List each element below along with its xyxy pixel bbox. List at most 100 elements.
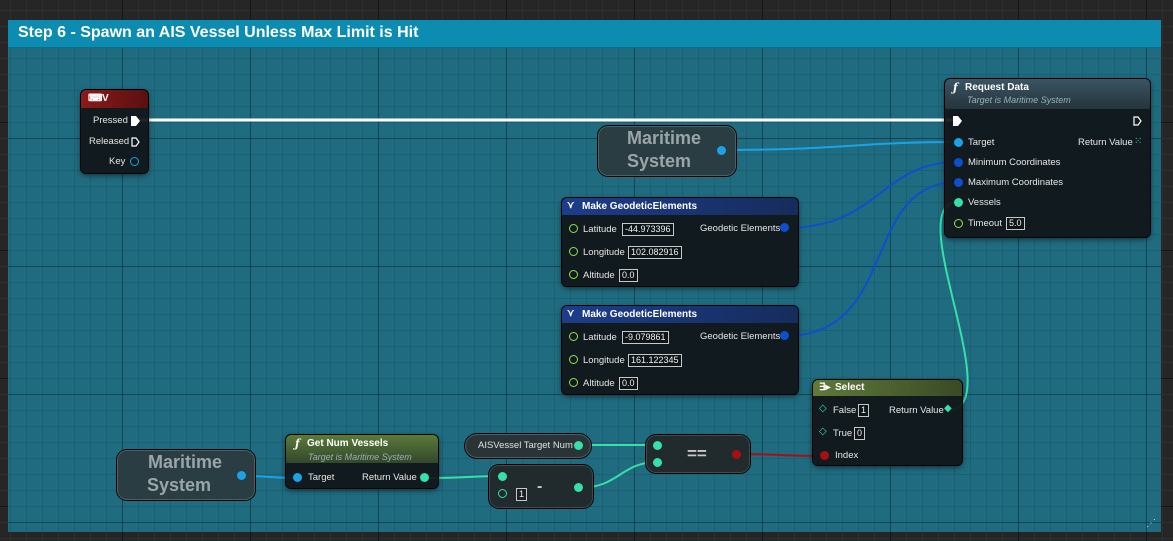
altitude-value[interactable]: 0.0	[619, 377, 638, 390]
equals-node[interactable]: ==	[646, 435, 750, 473]
longitude-value[interactable]: 102.082916	[628, 246, 682, 259]
node-title: Make GeodeticElements	[582, 309, 698, 320]
comment-title: Step 6 - Spawn an AIS Vessel Unless Max …	[18, 24, 419, 41]
altitude-pin[interactable]	[569, 378, 578, 387]
node-header: ⋎ Make GeodeticElements	[562, 198, 798, 215]
output-pin[interactable]	[574, 441, 583, 450]
longitude-pin[interactable]	[569, 355, 578, 364]
function-icon: ƒ	[295, 437, 300, 450]
released-exec-pin[interactable]	[131, 137, 140, 147]
longitude-label: Longitude	[583, 355, 625, 366]
timeout-label: Timeout	[968, 218, 1002, 229]
timeout-value[interactable]: 5.0	[1006, 217, 1025, 230]
return-value-label: Return Value	[1078, 137, 1133, 148]
select-node[interactable]: ∃▸ Select ◇ False 1 Return Value ◆ ◇ Tru…	[813, 380, 962, 465]
make-geodetic-node-1[interactable]: ⋎ Make GeodeticElements Latitude -44.973…	[562, 198, 798, 286]
a-pin[interactable]	[498, 472, 507, 481]
latitude-label: Latitude	[583, 224, 617, 235]
true-value[interactable]: 0	[854, 427, 866, 440]
node-subtitle: Target is Maritime System	[308, 452, 412, 462]
b-value[interactable]: 1	[516, 488, 528, 501]
longitude-pin[interactable]	[569, 247, 578, 256]
true-pin[interactable]: ◇	[819, 426, 827, 437]
geodetic-out-label: Geodetic Elements	[700, 331, 781, 342]
false-label: False	[833, 405, 857, 416]
b-pin[interactable]	[498, 489, 507, 498]
node-header: ⋎ Make GeodeticElements	[562, 306, 798, 323]
resize-grip-icon[interactable]: ⋰	[1146, 518, 1156, 529]
comment-header[interactable]: Step 6 - Spawn an AIS Vessel Unless Max …	[8, 20, 1161, 48]
key-event-node[interactable]: ⌨ V Pressed Released Key	[81, 90, 148, 173]
output-pin[interactable]	[717, 146, 726, 155]
longitude-label: Longitude	[583, 247, 625, 258]
node-title: Get Num Vessels	[307, 438, 389, 449]
function-icon: ƒ	[953, 81, 958, 94]
var-line1: Maritime	[147, 452, 223, 472]
false-value[interactable]: 1	[858, 404, 870, 417]
keyboard-icon: ⌨	[88, 93, 103, 104]
node-header: ⌨ V	[81, 90, 148, 108]
latitude-value[interactable]: -9.079861	[622, 331, 669, 344]
exec-out-pin[interactable]	[1133, 116, 1142, 126]
altitude-label: Altitude	[583, 270, 615, 281]
select-icon: ∃▸	[819, 382, 831, 393]
target-label: Target	[968, 137, 995, 148]
key-label: Key	[109, 156, 126, 167]
longitude-value[interactable]: 161.122345	[628, 354, 682, 367]
altitude-value[interactable]: 0.0	[619, 269, 638, 282]
true-label: True	[833, 428, 853, 439]
altitude-pin[interactable]	[569, 270, 578, 279]
bool-out-pin[interactable]	[732, 450, 741, 459]
return-value-label: Return Value	[889, 405, 944, 416]
node-title: V	[102, 93, 109, 104]
array-pin-icon[interactable]: ⁙	[1134, 136, 1143, 147]
geodetic-out-label: Geodetic Elements	[700, 223, 781, 234]
return-pin[interactable]	[420, 473, 429, 482]
min-coords-pin[interactable]	[954, 158, 963, 167]
pressed-label: Pressed	[93, 115, 128, 126]
pressed-exec-pin[interactable]	[131, 116, 140, 126]
target-pin[interactable]	[954, 138, 963, 147]
ais-vessel-target-num-var[interactable]: AISVessel Target Num	[465, 434, 591, 458]
target-wire	[721, 141, 959, 151]
vessels-pin[interactable]	[954, 198, 963, 207]
var-label: AISVessel Target Num	[478, 440, 573, 451]
geodetic-out-pin[interactable]	[780, 223, 789, 232]
var-line1: Maritime	[626, 128, 702, 148]
request-data-node[interactable]: ƒ Request Data Target is Maritime System…	[945, 79, 1150, 237]
node-header: ƒ Request Data Target is Maritime System	[945, 79, 1150, 109]
geodetic-out-pin[interactable]	[780, 331, 789, 340]
make-geodetic-node-2[interactable]: ⋎ Make GeodeticElements Latitude -9.0798…	[562, 306, 798, 394]
timeout-pin[interactable]	[954, 219, 963, 228]
var-line2: System	[626, 151, 692, 171]
latitude-pin[interactable]	[569, 224, 578, 233]
vessels-label: Vessels	[968, 197, 1001, 208]
min-coords-label: Minimum Coordinates	[968, 157, 1061, 168]
node-title: Request Data	[965, 82, 1029, 93]
subtract-node[interactable]: 1 -	[489, 465, 593, 508]
maritime-system-var-bottom[interactable]: Maritime System	[117, 450, 255, 500]
return-pin[interactable]: ◆	[944, 403, 952, 414]
a-pin[interactable]	[653, 441, 662, 450]
get-num-vessels-node[interactable]: ƒ Get Num Vessels Target is Maritime Sys…	[286, 435, 438, 488]
subtract-symbol: -	[537, 478, 543, 495]
node-subtitle: Target is Maritime System	[967, 95, 1071, 105]
exec-in-pin[interactable]	[953, 116, 962, 126]
node-header: ∃▸ Select	[813, 380, 962, 396]
latitude-pin[interactable]	[569, 332, 578, 341]
out-pin[interactable]	[574, 483, 583, 492]
node-header: ƒ Get Num Vessels Target is Maritime Sys…	[286, 435, 438, 463]
key-pin[interactable]	[130, 157, 139, 166]
latitude-label: Latitude	[583, 332, 617, 343]
target-pin[interactable]	[293, 473, 302, 482]
false-pin[interactable]: ◇	[819, 403, 827, 414]
node-title: Make GeodeticElements	[582, 201, 698, 212]
index-pin[interactable]	[820, 451, 829, 460]
latitude-value[interactable]: -44.973396	[622, 223, 674, 236]
b-pin[interactable]	[653, 458, 662, 467]
output-pin[interactable]	[237, 471, 246, 480]
return-value-label: Return Value	[362, 472, 417, 483]
max-coords-pin[interactable]	[954, 178, 963, 187]
min-coords-wire	[784, 161, 959, 229]
maritime-system-var-top[interactable]: Maritime System	[598, 126, 736, 176]
